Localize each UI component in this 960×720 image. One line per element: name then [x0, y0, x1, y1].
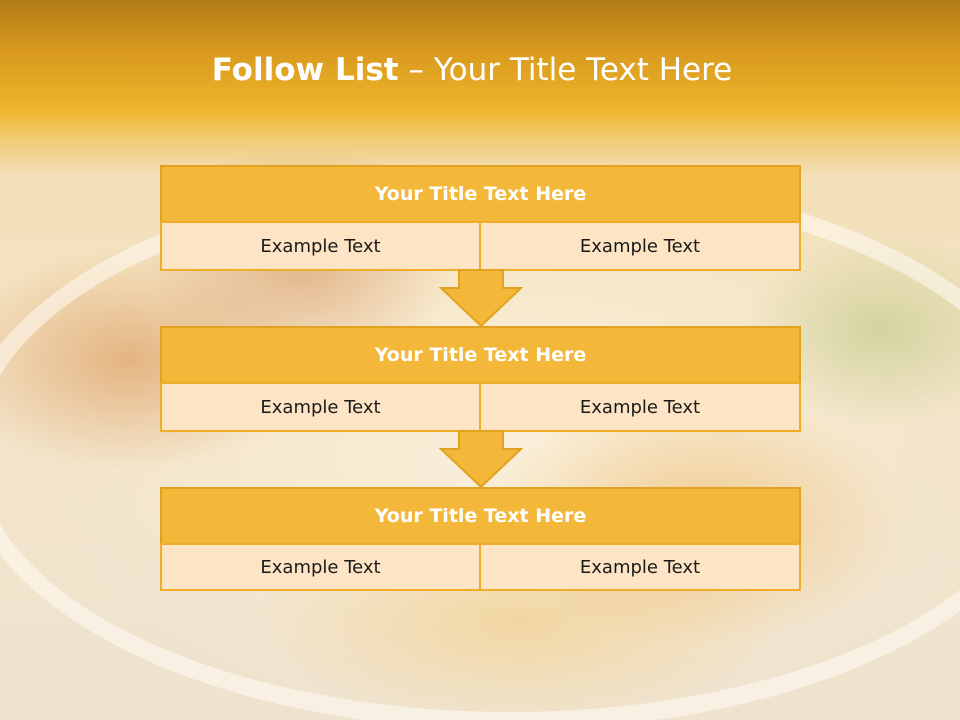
step-3-left-cell: Example Text: [160, 543, 481, 591]
step-title-2: Your Title Text Here: [160, 326, 801, 384]
step-title-1: Your Title Text Here: [160, 165, 801, 223]
step-3-right-cell: Example Text: [479, 543, 801, 591]
down-arrow-icon: [439, 430, 523, 489]
step-box-1: Your Title Text Here Example Text Exampl…: [160, 165, 801, 271]
title-bar: [0, 0, 960, 175]
step-title-3: Your Title Text Here: [160, 487, 801, 545]
step-1-right-cell: Example Text: [479, 221, 801, 271]
step-box-3: Your Title Text Here Example Text Exampl…: [160, 487, 801, 591]
step-2-right-cell: Example Text: [479, 382, 801, 432]
step-box-2: Your Title Text Here Example Text Exampl…: [160, 326, 801, 432]
slide-title-bold: Follow List: [211, 52, 399, 88]
step-2-left-cell: Example Text: [160, 382, 481, 432]
slide-title-rest: – Your Title Text Here: [398, 52, 733, 88]
down-arrow-icon: [439, 269, 523, 328]
step-1-left-cell: Example Text: [160, 221, 481, 271]
slide-title: Follow List – Your Title Text Here: [0, 52, 944, 88]
